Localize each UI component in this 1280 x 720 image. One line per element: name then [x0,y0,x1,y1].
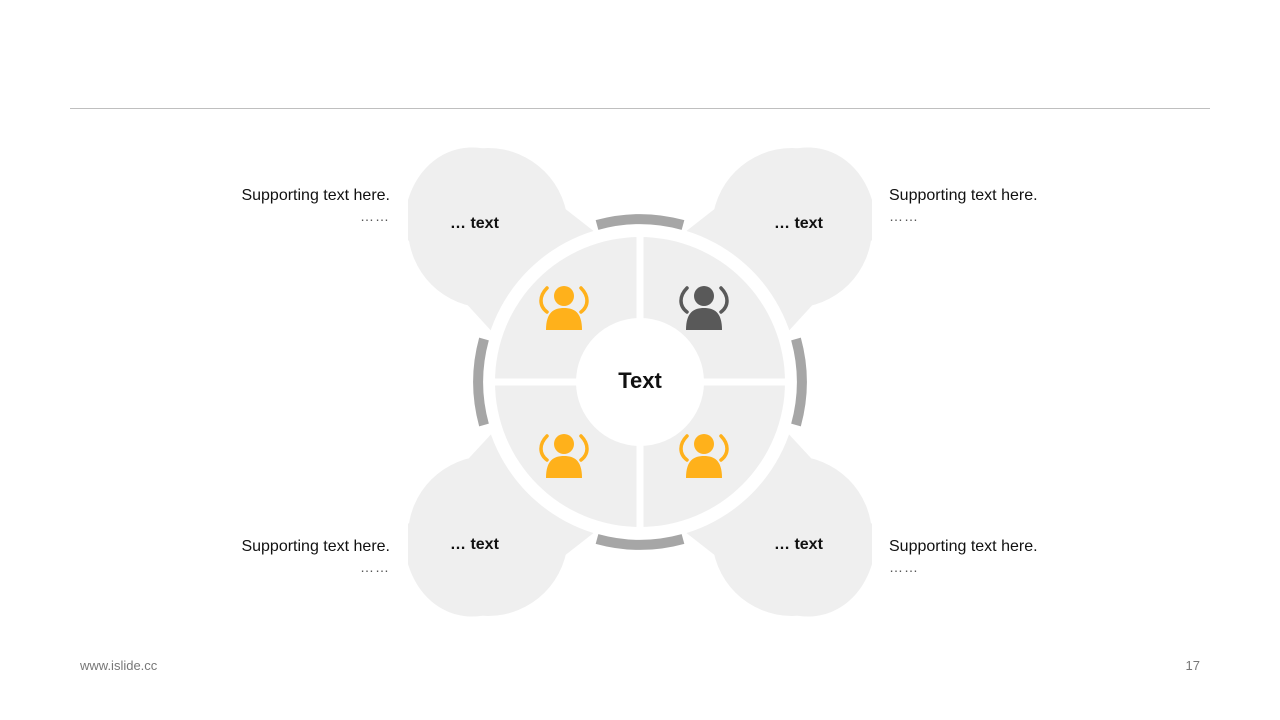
outer-arcs [473,214,807,550]
footer-website: www.islide.cc [80,658,158,673]
arc-top [595,214,685,230]
user-icon [539,286,589,330]
petal-label-bottom-left: … text [450,536,499,553]
center-label: Text [618,368,662,393]
arc-right [791,337,807,427]
user-icon [679,434,729,478]
user-icon [679,286,729,330]
supporting-text: Supporting text here. [889,187,1038,204]
petal-bottom-right[interactable] [680,430,872,617]
supporting-dots: …… [360,208,390,224]
page-number: 17 [1185,658,1200,673]
supporting-text: Supporting text here. [241,538,390,555]
supporting-text-top-left: Supporting text here. …… [90,186,390,226]
petal-label-top-right: … text [774,215,823,232]
petal-top-left[interactable] [408,147,600,335]
supporting-dots: …… [889,559,919,575]
petal-label-bottom-right: … text [774,536,823,553]
arc-bottom [595,534,685,550]
top-divider [70,108,1210,109]
supporting-text-top-right: Supporting text here. …… [889,186,1189,226]
supporting-text-bottom-left: Supporting text here. …… [90,537,390,577]
petal-bottom-left[interactable] [408,430,600,617]
supporting-text: Supporting text here. [241,187,390,204]
supporting-dots: …… [889,208,919,224]
petal-top-right[interactable] [680,147,872,335]
arc-left [473,337,489,427]
center-circle [576,318,704,446]
supporting-text: Supporting text here. [889,538,1038,555]
petal-label-top-left: … text [450,215,499,232]
user-icon [539,434,589,478]
supporting-dots: …… [360,559,390,575]
supporting-text-bottom-right: Supporting text here. …… [889,537,1189,577]
